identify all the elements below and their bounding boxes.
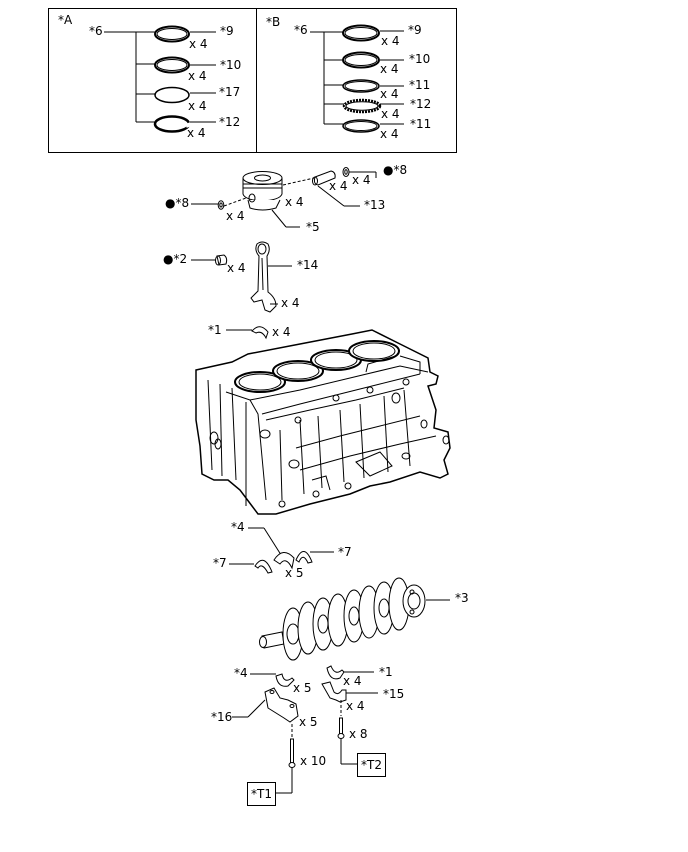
- crankshaft-icon: [259, 577, 450, 661]
- ring-b-rail-lower-icon: [342, 119, 380, 133]
- rod-bearing-lower-ref: *1: [379, 665, 393, 679]
- torque-ref-t1-box: *T1: [247, 782, 276, 806]
- piston-qty: x 4: [285, 195, 304, 209]
- panel-a-group-label: *6: [89, 24, 103, 38]
- ring-b1-qty: x 4: [381, 34, 400, 48]
- ring-b5-ref: *11: [410, 117, 432, 131]
- rod-bearing-upper-qty: x 4: [272, 325, 291, 339]
- ring-b-rail-upper-icon: [342, 79, 380, 93]
- main-bearing-lower-qty: x 5: [293, 681, 312, 695]
- rod-bushing-qty: x 4: [227, 261, 246, 275]
- main-bearing-upper-icon: [248, 527, 295, 570]
- clip-right-qty: x 4: [352, 173, 371, 187]
- panel-b-group-label: *6: [294, 23, 308, 37]
- thrust-washer-right-icon: [295, 551, 334, 564]
- rod-bushing-icon: [191, 254, 228, 266]
- ring-b2-ref: *10: [409, 52, 431, 66]
- ring-expander-icon: [153, 115, 192, 133]
- rod-bushing-ref: ●*2: [163, 252, 188, 266]
- ring-b-second-icon: [342, 51, 380, 69]
- main-bolt-icon: [276, 724, 296, 794]
- ring-a2-qty: x 4: [188, 69, 207, 83]
- ring-b1-ref: *9: [408, 23, 422, 37]
- cylinder-block-icon: [195, 329, 451, 515]
- ring-a4-ref: *12: [219, 115, 241, 129]
- main-bearing-lower-icon: [250, 673, 295, 687]
- main-cap-icon: [232, 687, 299, 723]
- ring-a1-ref: *9: [220, 24, 234, 38]
- panel-b-title: *B: [266, 15, 281, 29]
- torque-ref-t2-box: *T2: [357, 753, 386, 777]
- rod-bearing-upper-icon: [226, 326, 269, 340]
- rod-cap-ref: *15: [383, 687, 405, 701]
- thrust-washer-right-ref: *7: [338, 545, 352, 559]
- ring-a3-qty: x 4: [188, 99, 207, 113]
- connecting-rod-qty: x 4: [281, 296, 300, 310]
- ring-a3-ref: *17: [219, 85, 241, 99]
- main-bearing-upper-ref: *4: [231, 520, 245, 534]
- piston-ring-panel-b: [310, 24, 404, 133]
- ring-b4-ref: *12: [410, 97, 432, 111]
- ring-b-top-icon: [342, 24, 380, 42]
- ring-set-panel-b: [256, 8, 457, 153]
- piston-ring-panel-a: [104, 25, 216, 133]
- clip-left-qty: x 4: [226, 209, 245, 223]
- thrust-washer-left-icon: [229, 559, 273, 574]
- piston-pin-ref: *13: [364, 198, 386, 212]
- clip-right-ref: ●*8: [383, 163, 408, 177]
- main-bearing-qty: x 5: [285, 566, 304, 580]
- ring-b3-ref: *11: [409, 78, 431, 92]
- ring-a4-qty: x 4: [187, 126, 206, 140]
- rod-cap-icon: [321, 681, 378, 703]
- rod-bearing-upper-ref: *1: [208, 323, 222, 337]
- ring-a2-ref: *10: [220, 58, 242, 72]
- connecting-rod-ref: *14: [297, 258, 319, 272]
- rod-bearing-lower-qty: x 4: [343, 674, 362, 688]
- thrust-washer-left-ref: *7: [213, 556, 227, 570]
- ring-a1-qty: x 4: [189, 37, 208, 51]
- ring-b3-qty: x 4: [380, 87, 399, 101]
- main-cap-qty: x 5: [299, 715, 318, 729]
- piston-pin-icon: [312, 170, 360, 207]
- piston-pin-clip-left-icon: [191, 200, 225, 210]
- rod-bearing-lower-icon: [326, 665, 374, 680]
- piston-pin-qty: x 4: [329, 179, 348, 193]
- ring-b4-qty: x 4: [381, 107, 400, 121]
- main-bolt-qty: x 10: [300, 754, 327, 768]
- crankshaft-ref: *3: [455, 591, 469, 605]
- rod-cap-qty: x 4: [346, 699, 365, 713]
- clip-left-ref: ●*8: [165, 196, 190, 210]
- ring-oil-icon: [154, 86, 190, 104]
- piston-ref: *5: [306, 220, 320, 234]
- main-bearing-lower-ref: *4: [234, 666, 248, 680]
- ring-b2-qty: x 4: [380, 62, 399, 76]
- rod-bolt-icon: [337, 700, 357, 765]
- panel-a-title: *A: [58, 13, 73, 27]
- ring-top-icon: [154, 25, 190, 43]
- connecting-rod-icon: [250, 241, 292, 313]
- ring-b5-qty: x 4: [380, 127, 399, 141]
- main-cap-ref: *16: [211, 710, 233, 724]
- ring-b-expander-icon: [342, 98, 382, 114]
- ring-second-icon: [154, 56, 190, 74]
- rod-bolt-qty: x 8: [349, 727, 368, 741]
- piston-pin-clip-right-icon: [342, 167, 377, 178]
- piston-icon: [223, 171, 315, 228]
